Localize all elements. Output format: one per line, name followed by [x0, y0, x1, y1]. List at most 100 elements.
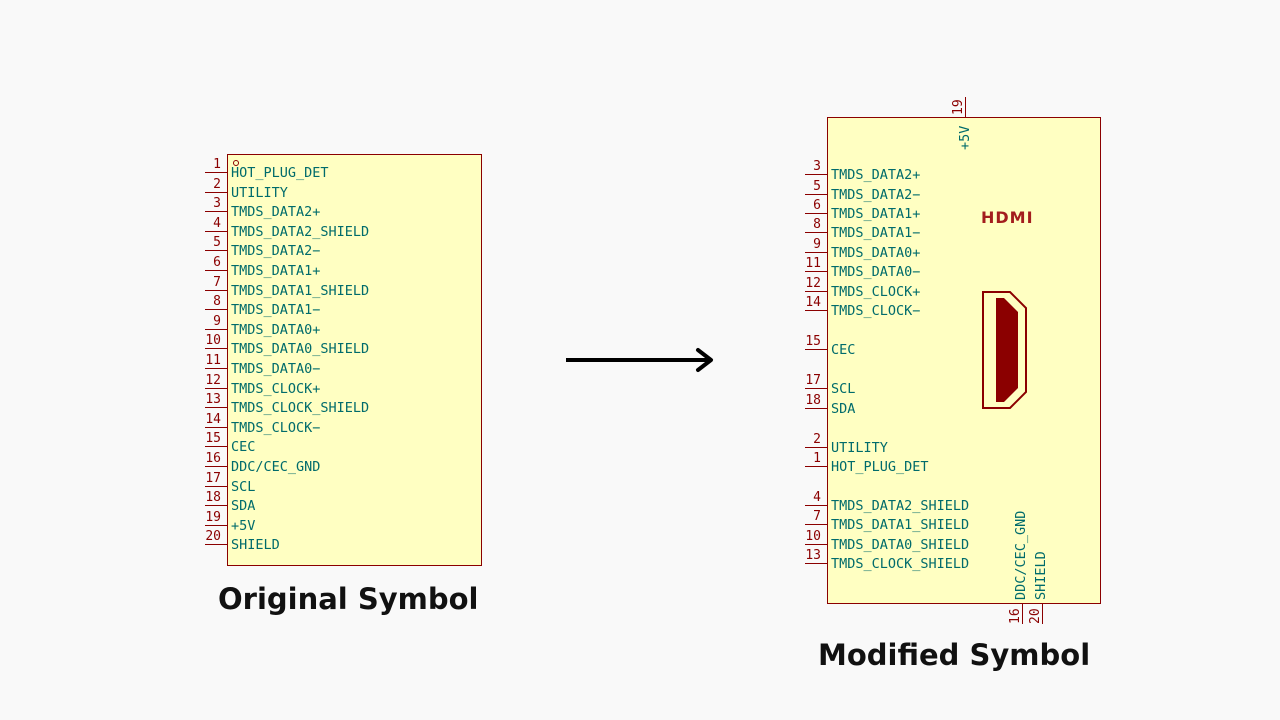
pin-number: 1	[813, 451, 821, 466]
pin-14[interactable]: 14	[805, 296, 827, 311]
pin-line	[205, 328, 227, 330]
pin-8[interactable]: 8	[805, 218, 827, 233]
pin-15[interactable]: 15	[805, 334, 827, 350]
pin-number: 8	[213, 294, 221, 310]
pin-line	[805, 504, 827, 506]
pin1-marker-icon	[233, 160, 239, 166]
pin-20[interactable]: 20	[205, 530, 227, 546]
pin-1[interactable]: 1	[805, 451, 827, 467]
pin-label: TMDS_DATA2+	[231, 204, 321, 221]
pin-number: 6	[213, 255, 221, 270]
pin-label: TMDS_DATA1−	[831, 225, 921, 241]
pin-number: 10	[805, 528, 821, 544]
pin-line	[805, 466, 827, 467]
pin-3[interactable]: 3	[805, 159, 827, 175]
pin-11[interactable]: 11	[805, 257, 827, 272]
pin-11[interactable]: 11	[205, 354, 227, 369]
pin-number: 12	[205, 372, 221, 388]
pin-5[interactable]: 5	[805, 180, 827, 195]
pin-19[interactable]: 19	[205, 511, 227, 526]
pin-12[interactable]: 12	[205, 372, 227, 389]
pin-18[interactable]: 18	[205, 491, 227, 507]
pin-number: 4	[813, 489, 821, 505]
pin-number: 7	[813, 509, 821, 524]
pin-label: TMDS_DATA2_SHIELD	[231, 223, 370, 240]
pin-7[interactable]: 7	[805, 509, 827, 525]
pin-9[interactable]: 9	[205, 313, 227, 330]
pin-6[interactable]: 6	[205, 255, 227, 271]
pin-label: TMDS_DATA1+	[231, 263, 321, 279]
pin-label: +5V	[231, 517, 256, 534]
pin-line	[205, 407, 227, 409]
pin-line	[805, 174, 827, 175]
pin-15[interactable]: 15	[205, 432, 227, 448]
pin-label: TMDS_DATA1−	[231, 302, 321, 319]
pin-2[interactable]: 2	[805, 433, 827, 448]
pin-number: 20	[1028, 608, 1043, 624]
pin-14[interactable]: 14	[205, 413, 227, 428]
pin-12[interactable]: 12	[805, 275, 827, 292]
pin-line	[805, 563, 827, 564]
pin-5[interactable]: 5	[205, 235, 227, 252]
pin-9[interactable]: 9	[805, 238, 827, 253]
pin-line	[205, 289, 227, 291]
original-symbol-body[interactable]	[227, 154, 482, 566]
pin-4[interactable]: 4	[805, 489, 827, 506]
pin-line	[205, 505, 227, 507]
pin-18[interactable]: 18	[805, 392, 827, 409]
pin-label: TMDS_CLOCK_SHIELD	[831, 556, 970, 572]
pin-label: DDC/CEC_GND	[1013, 510, 1029, 600]
pin-line	[205, 211, 227, 213]
pin-line	[805, 543, 827, 545]
pin-10[interactable]: 10	[205, 333, 227, 350]
pin-line	[805, 213, 827, 214]
pin-17[interactable]: 17	[805, 374, 827, 389]
pin-line	[205, 191, 227, 193]
pin-number: 16	[205, 451, 221, 466]
pin-4[interactable]: 4	[205, 217, 227, 232]
pin-16[interactable]: 16	[205, 451, 227, 467]
pin-label: SDA	[231, 498, 256, 515]
pin-17[interactable]: 17	[205, 472, 227, 487]
pin-line	[805, 310, 827, 311]
pin-13[interactable]: 13	[205, 393, 227, 409]
pin-line	[805, 524, 827, 525]
pin-label: TMDS_DATA0_SHIELD	[231, 341, 370, 358]
pin-number: 5	[213, 235, 221, 251]
pin-number: 9	[213, 313, 221, 329]
pin-19[interactable]	[958, 97, 972, 117]
pin-number: 2	[213, 176, 221, 192]
pin-2[interactable]: 2	[205, 176, 227, 193]
pin-20[interactable]	[1035, 604, 1049, 624]
pin-number: 18	[805, 392, 821, 408]
pin-10[interactable]: 10	[805, 528, 827, 545]
modified-symbol-body[interactable]	[827, 117, 1101, 604]
pin-label: UTILITY	[831, 439, 888, 456]
pin-label: UTILITY	[231, 184, 288, 201]
pin-number: 12	[805, 275, 821, 291]
pin-label: HOT_PLUG_DET	[831, 459, 929, 475]
pin-line	[205, 426, 227, 428]
pin-label: TMDS_DATA0_SHIELD	[831, 536, 970, 553]
pin-line	[1042, 604, 1043, 624]
pin-13[interactable]: 13	[805, 549, 827, 564]
pin-1[interactable]: 1	[205, 158, 227, 173]
pin-number: 10	[205, 333, 221, 349]
pin-label: SCL	[231, 478, 256, 495]
pin-16[interactable]	[1015, 604, 1029, 624]
pin-label: SHIELD	[1033, 551, 1049, 600]
pin-8[interactable]: 8	[205, 294, 227, 311]
pin-label: TMDS_DATA0+	[231, 321, 321, 338]
pin-label: TMDS_DATA0+	[831, 244, 921, 261]
pin-label: TMDS_DATA1_SHIELD	[831, 517, 970, 533]
pin-3[interactable]: 3	[205, 197, 227, 213]
pin-label: CEC	[231, 439, 256, 456]
pin-7[interactable]: 7	[205, 276, 227, 291]
pin-label: TMDS_DATA2_SHIELD	[831, 497, 970, 514]
pin-line	[205, 387, 227, 389]
pin-number: 15	[805, 334, 821, 349]
pin-6[interactable]: 6	[805, 199, 827, 214]
pin-number: 3	[813, 159, 821, 174]
pin-line	[205, 250, 227, 252]
